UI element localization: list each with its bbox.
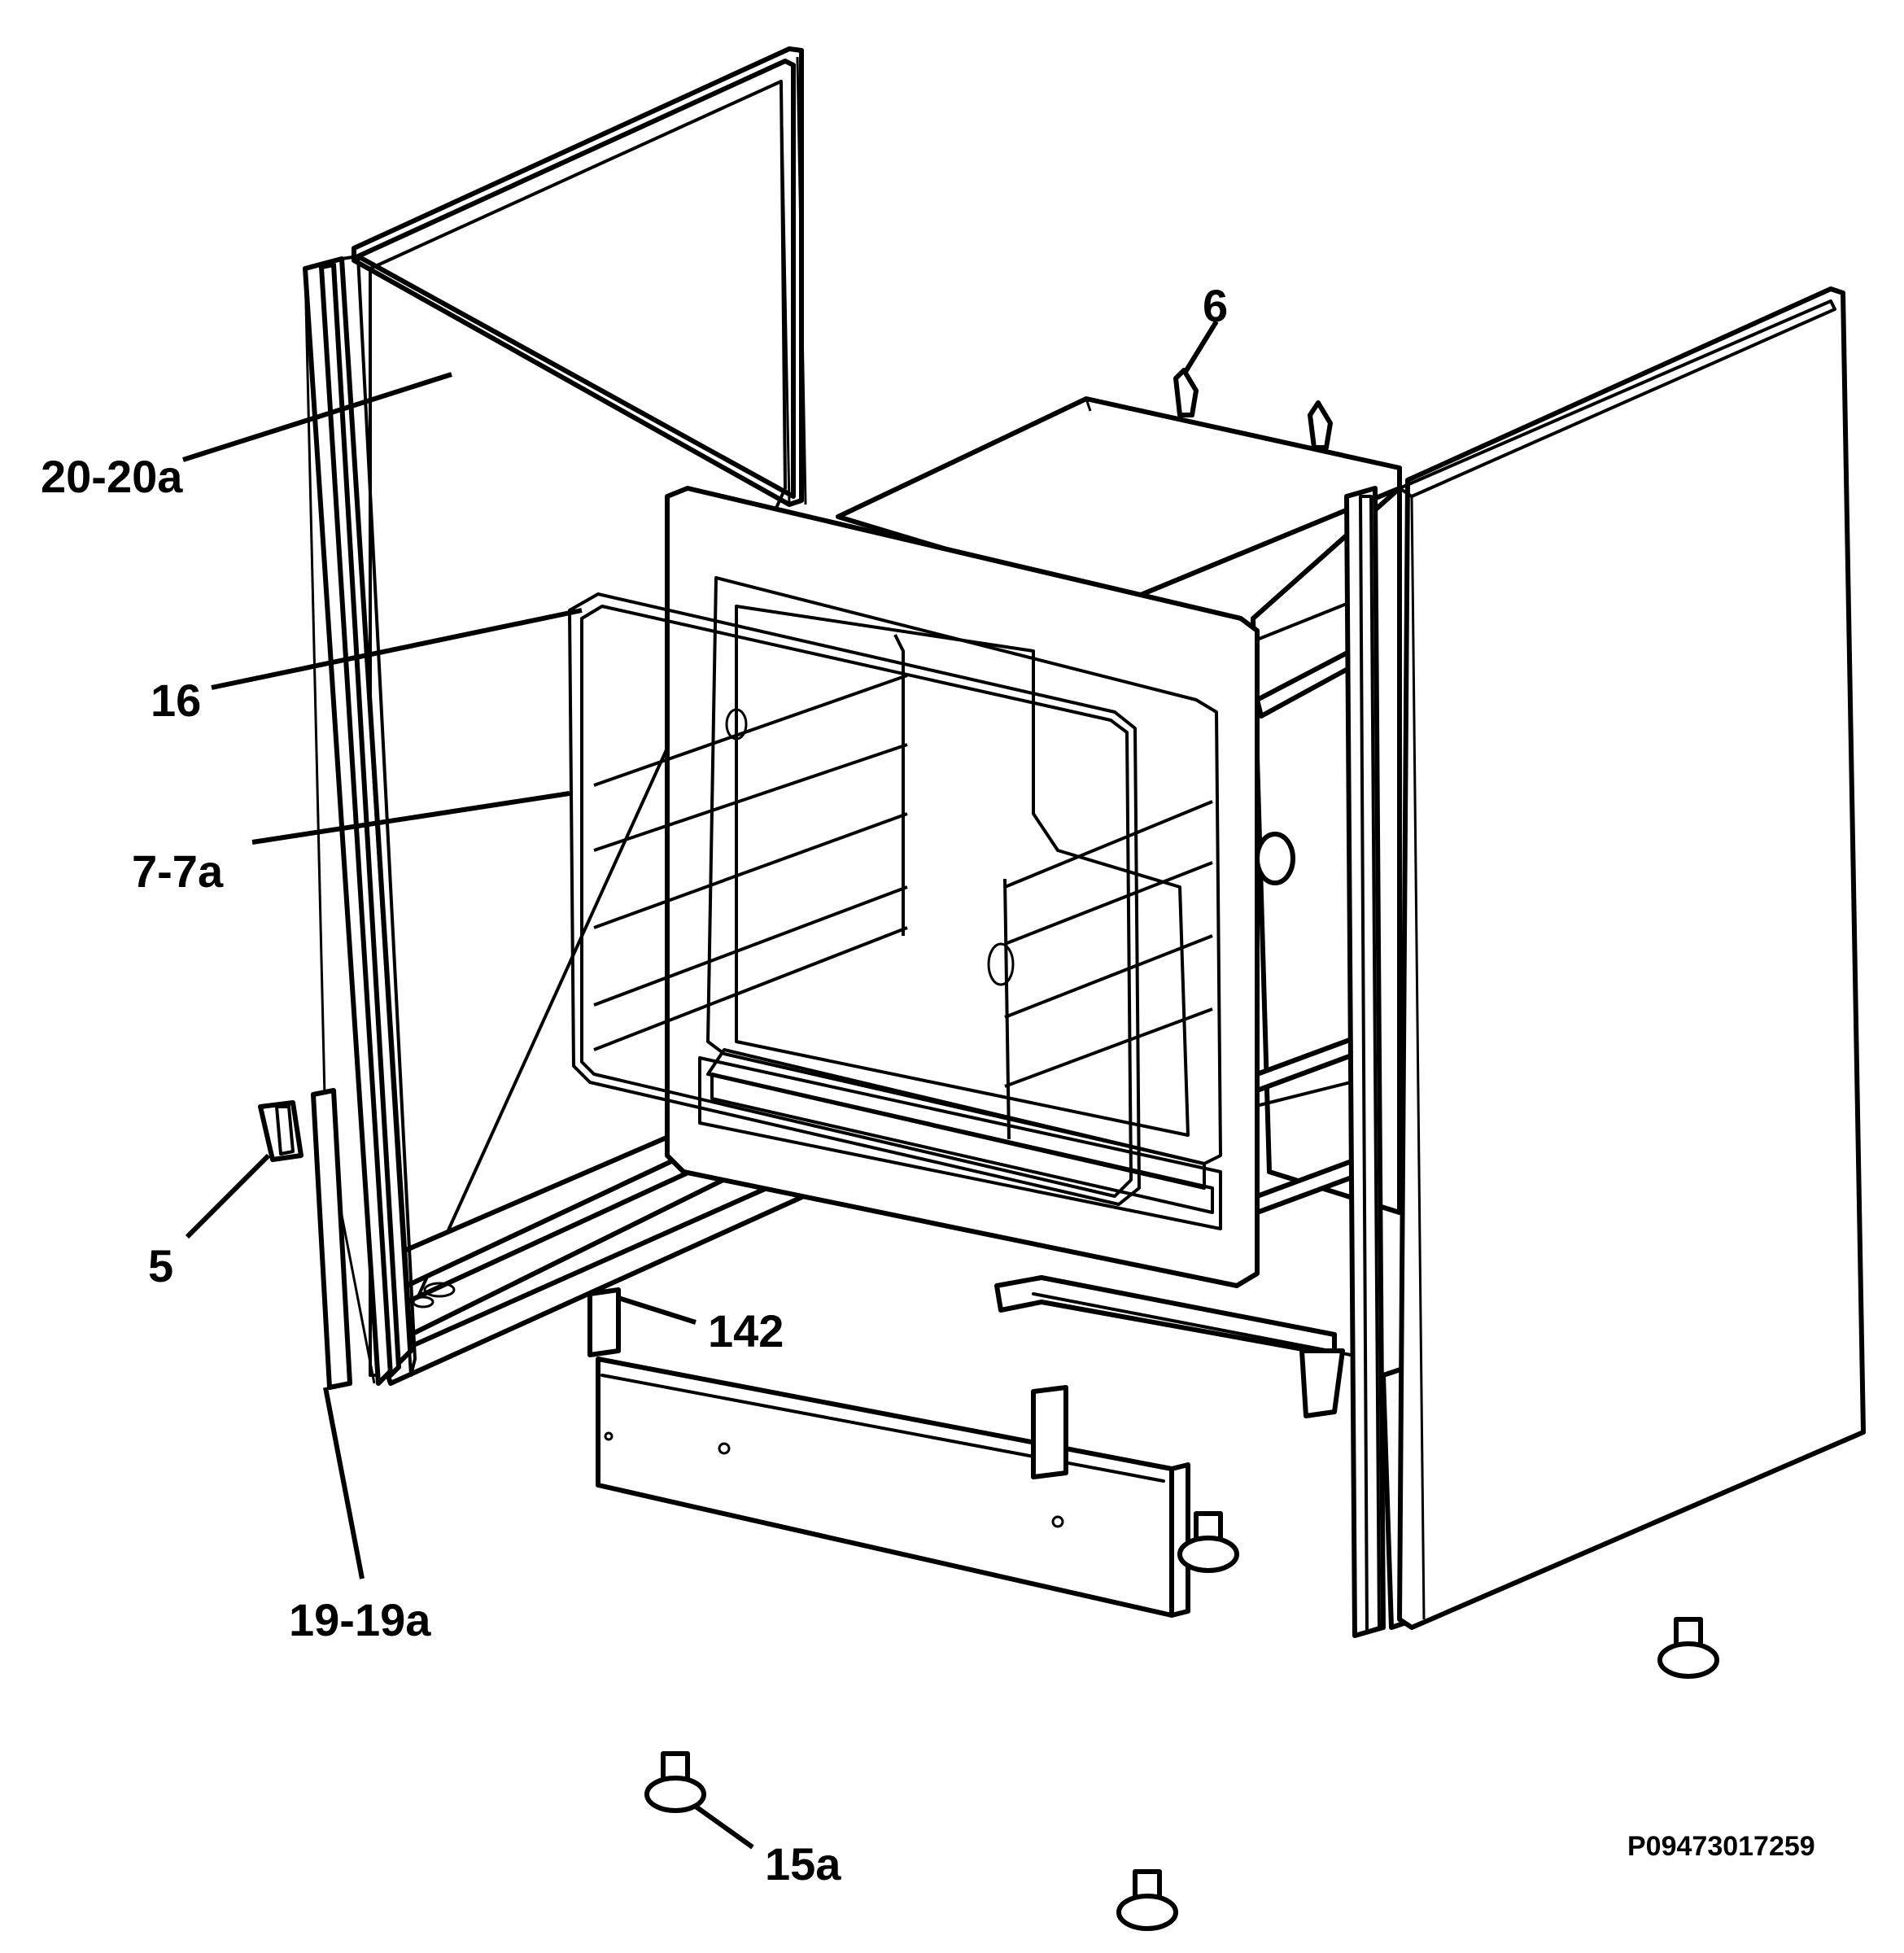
left-side-rail xyxy=(303,255,417,1390)
callout-16: 16 xyxy=(151,675,201,726)
callout-6: 6 xyxy=(1203,280,1228,331)
callout-19-19a: 19-19a xyxy=(289,1594,431,1645)
door-latch xyxy=(258,1100,304,1162)
adjustable-feet xyxy=(644,1511,1719,1931)
bottom-hinge-assembly xyxy=(994,1275,1352,1418)
callout-7-7a: 7-7a xyxy=(132,845,224,897)
door-gasket xyxy=(568,592,1141,1206)
right-side-panel xyxy=(1397,286,1866,1630)
foot-right-kick xyxy=(1177,1511,1239,1573)
callout-20-20a: 20-20a xyxy=(41,451,183,502)
foot-center-front xyxy=(1116,1869,1178,1931)
foot-left-front xyxy=(644,1751,706,1813)
callout-142: 142 xyxy=(708,1305,784,1357)
drawing-code: P09473017259 xyxy=(1627,1831,1815,1862)
hinge-brackets xyxy=(1173,368,1333,450)
shelf-supports xyxy=(593,634,1213,1140)
front-face-frame xyxy=(665,486,1260,1288)
callout-15a: 15a xyxy=(765,1838,841,1890)
kick-plate xyxy=(587,1287,1190,1618)
leader-lines xyxy=(182,320,1219,1850)
callout-5: 5 xyxy=(148,1240,173,1291)
foot-right-rear xyxy=(1657,1617,1719,1679)
